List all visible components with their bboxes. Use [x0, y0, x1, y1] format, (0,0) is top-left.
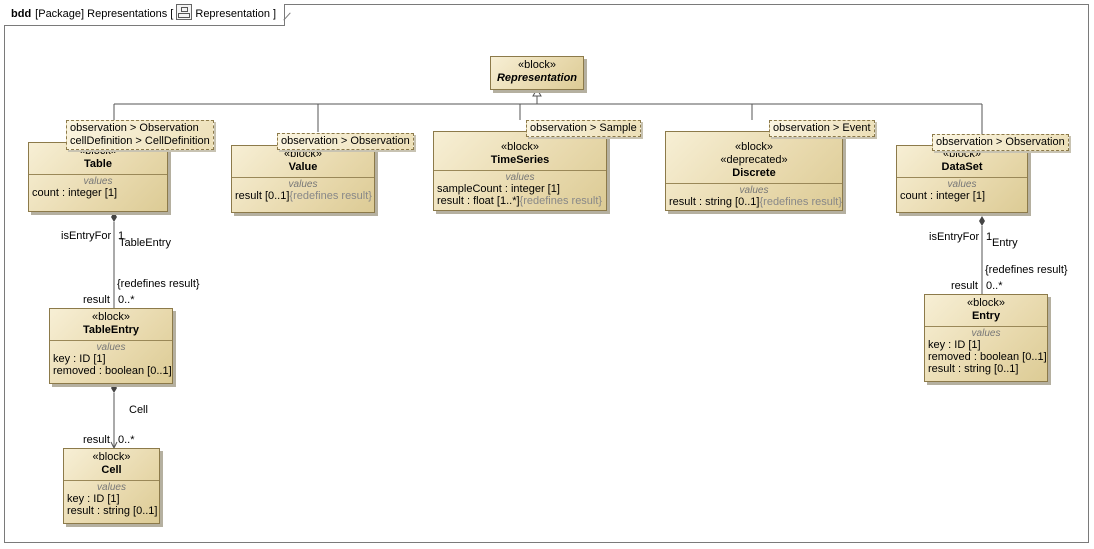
block-name: TableEntry [82, 324, 140, 336]
block-timeseries[interactable]: «block» TimeSeries values sampleCount : … [433, 131, 607, 211]
composition-diamond-table [111, 212, 117, 222]
mult-target-tableentry: 0..* [118, 294, 135, 306]
property-constraint: {redefines result} [519, 195, 603, 207]
compartment-title: values [505, 172, 535, 183]
diagram-header-close: ] [273, 8, 277, 20]
stereotype: «block» [501, 141, 539, 153]
role-isentryfor-table: isEntryFor [61, 230, 112, 242]
values-compartment: values key : ID [1] result : string [0..… [64, 480, 159, 520]
property-constraint: {redefines result} [289, 190, 372, 202]
stereotype: «block» [967, 297, 1005, 309]
block-tableentry[interactable]: «block» TableEntry values key : ID [1] r… [49, 308, 173, 384]
compartment-title: values [947, 179, 977, 190]
role-result-tableentry: result [83, 294, 110, 306]
tag-value: observation > Observation [277, 133, 414, 150]
property: key : ID [1] [928, 339, 981, 351]
block-value[interactable]: «block» Value values result [0..1]{redef… [231, 145, 375, 213]
block-name: Value [288, 161, 318, 173]
property: result [0..1]{redefines result} [235, 190, 372, 202]
stereotype: «block» [92, 451, 131, 463]
property-constraint: {redefines result} [759, 196, 843, 208]
values-compartment: values count : integer [1] [897, 177, 1027, 205]
tag-dataset: observation > Observation [932, 134, 1069, 151]
property-text: result [0..1] [235, 190, 290, 202]
property: count : integer [1] [32, 187, 117, 199]
values-compartment: values sampleCount : integer [1] result … [434, 170, 606, 210]
block-name: TimeSeries [490, 154, 550, 166]
generalization-arrowhead [532, 87, 542, 97]
block-dataset[interactable]: «block» DataSet values count : integer [… [896, 145, 1028, 213]
block-table[interactable]: «block» Table values count : integer [1] [28, 142, 168, 212]
stereotype: «block» [518, 59, 556, 71]
stereotype-deprecated: «deprecated» [720, 154, 788, 166]
constraint-redefines-dataset: {redefines result} [985, 264, 1068, 276]
compartment-title: values [97, 482, 126, 493]
stereotype: «block» [735, 141, 773, 153]
tag-table: observation > Observation cellDefinition… [66, 120, 214, 150]
values-compartment: values key : ID [1] removed : boolean [0… [50, 340, 172, 380]
diagram-kind: bdd [11, 8, 32, 20]
property: result : string [0..1] [67, 505, 158, 517]
assoc-name-tableentry: TableEntry [119, 237, 171, 249]
property-text: result : string [0..1] [669, 196, 760, 208]
composition-diamond-tableentry [111, 383, 117, 393]
block-name: DataSet [941, 161, 983, 173]
block-name: Discrete [732, 167, 776, 179]
tag-line: observation > Observation [70, 122, 199, 134]
values-compartment: values key : ID [1] removed : boolean [0… [925, 326, 1047, 378]
assoc-name-cell: Cell [129, 404, 148, 416]
diagram-name: Representation [195, 8, 270, 20]
property: result : string [0..1] [928, 363, 1019, 375]
compartment-title: values [96, 342, 126, 353]
values-compartment: values result : string [0..1]{redefines … [666, 183, 842, 211]
composition-diamond-dataset [979, 216, 985, 226]
mult-owner-table: 1 [118, 230, 125, 242]
values-compartment: values result [0..1]{redefines result} [232, 177, 374, 205]
assoc-name-entry: Entry [992, 237, 1018, 249]
property-text: result : float [1..*] [437, 195, 520, 207]
compartment-title: values [971, 328, 1001, 339]
constraint-redefines-table: {redefines result} [117, 278, 200, 290]
stereotype: «block» [284, 148, 322, 160]
property: count : integer [1] [900, 190, 985, 202]
compartment-title: values [739, 185, 769, 196]
block-name: Representation [496, 72, 578, 84]
property: result : string [0..1]{redefines result} [669, 196, 843, 208]
block-name: Table [84, 158, 112, 170]
block-name: Entry [971, 310, 1001, 322]
values-compartment: values count : integer [1] [29, 174, 167, 202]
role-result-cell: result [83, 434, 110, 446]
compartment-title: values [83, 176, 113, 187]
stereotype: «block» [943, 148, 981, 160]
property: sampleCount : integer [1] [437, 183, 560, 195]
role-result-entry: result [951, 280, 978, 292]
mult-owner-dataset: 1 [986, 231, 993, 243]
mult-target-entry: 0..* [986, 280, 1003, 292]
role-isentryfor-dataset: isEntryFor [929, 231, 980, 243]
mult-target-cell: 0..* [118, 434, 135, 446]
property: removed : boolean [0..1] [928, 351, 1047, 363]
property: removed : boolean [0..1] [53, 365, 172, 377]
property: key : ID [1] [67, 493, 120, 505]
property: result : float [1..*]{redefines result} [437, 195, 603, 207]
property: key : ID [1] [53, 353, 106, 365]
diagram-frame [4, 4, 1089, 543]
diagram-package: [Package] Representations [ [35, 8, 174, 20]
tag-line: cellDefinition > CellDefinition [70, 135, 210, 147]
block-representation[interactable]: «block» Representation [490, 56, 584, 90]
diagram-icon [176, 4, 193, 20]
generalization-tree [113, 96, 983, 134]
block-cell[interactable]: «block» Cell values key : ID [1] result … [63, 448, 160, 524]
tag-timeseries: observation > Sample [526, 120, 641, 137]
block-entry[interactable]: «block» Entry values key : ID [1] remove… [924, 294, 1048, 382]
diagram-frame-header: bdd[Package] Representations [ Representa… [4, 4, 286, 26]
block-name: Cell [101, 464, 122, 476]
compartment-title: values [288, 179, 318, 190]
block-discrete[interactable]: «block» «deprecated» Discrete values res… [665, 131, 843, 211]
tag-discrete: observation > Event [769, 120, 875, 137]
stereotype: «block» [92, 311, 130, 323]
